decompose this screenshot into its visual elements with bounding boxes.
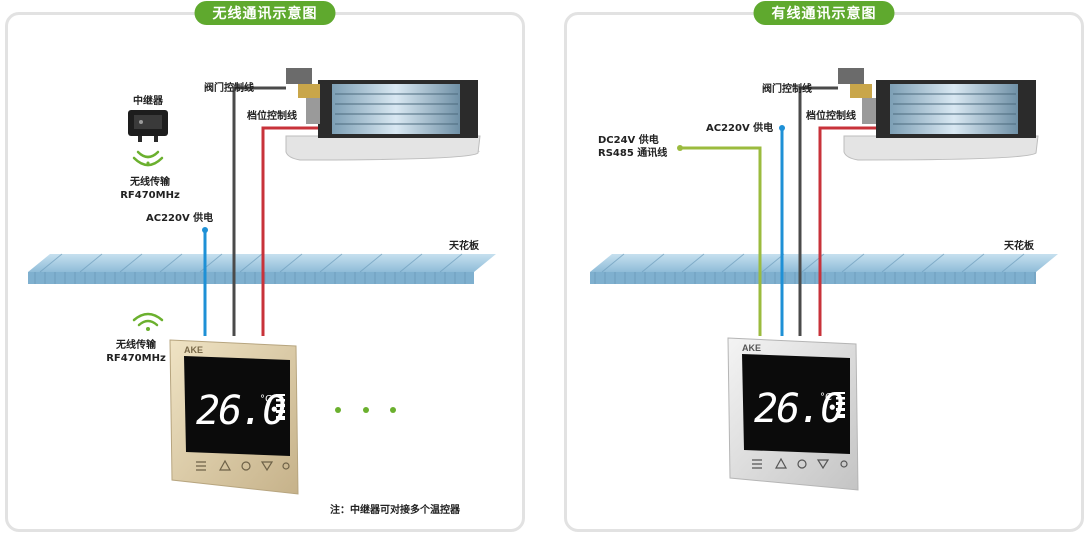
left-thermostat: AKE 26.0 °C xyxy=(169,339,299,495)
wireless-top-label: 无线传输 RF470MHz xyxy=(110,176,190,202)
wireless-bottom-label-line1: 无线传输 xyxy=(116,340,156,351)
repeater-device xyxy=(128,110,168,142)
right-thermostat-brand: AKE xyxy=(742,343,761,353)
right-valve-line-label: 阀门控制线 xyxy=(762,84,812,95)
right-dc-wire-end xyxy=(677,145,683,151)
right-thermostat-unit: °C xyxy=(820,392,832,403)
left-power-label: AC220V 供电 xyxy=(146,213,214,224)
right-valve-wire xyxy=(798,86,838,336)
repeater-note: 注：中继器可对接多个温控器 xyxy=(330,505,460,516)
wireless-top-label-line1: 无线传输 xyxy=(130,177,170,188)
left-valve-line-label: 阀门控制线 xyxy=(204,83,254,94)
right-fan-coil-unit xyxy=(838,68,1039,161)
left-thermostat-unit: °C xyxy=(260,394,272,405)
right-gear-line-label: 档位控制线 xyxy=(806,111,856,122)
dc-label-line2: RS485 通讯线 xyxy=(598,148,668,159)
left-gear-wire xyxy=(261,126,318,336)
repeater-label: 中继器 xyxy=(133,96,163,107)
right-ceiling-panel xyxy=(590,253,1058,284)
left-fan-coil-unit xyxy=(285,68,481,161)
right-thermostat: AKE 26.0 °C xyxy=(727,337,859,491)
right-gear-wire xyxy=(818,126,876,336)
wireless-signal-icon-bottom xyxy=(132,312,164,331)
left-thermostat-brand: AKE xyxy=(184,345,203,355)
wireless-top-label-line2: RF470MHz xyxy=(120,190,180,201)
left-gear-line-label: 档位控制线 xyxy=(247,111,297,122)
right-power-label: AC220V 供电 xyxy=(706,123,774,134)
wireless-panel-title: 无线通讯示意图 xyxy=(194,1,336,25)
dc-label-line1: DC24V 供电 xyxy=(598,135,659,146)
wireless-bottom-label: 无线传输 RF470MHz xyxy=(96,339,176,365)
right-dc-rs485-wire xyxy=(680,146,762,336)
right-thermostat-temperature: 26.0 xyxy=(754,386,843,432)
left-thermostat-temperature: 26.0 xyxy=(196,388,285,434)
left-valve-wire xyxy=(232,86,286,336)
dc-rs485-label: DC24V 供电 RS485 通讯线 xyxy=(598,134,667,160)
left-power-wire-end xyxy=(202,227,208,233)
right-power-wire-end xyxy=(779,125,785,131)
more-thermostats-dots xyxy=(335,407,396,413)
left-ceiling-label: 天花板 xyxy=(449,241,479,252)
wireless-signal-icon-top xyxy=(132,150,164,167)
right-ceiling-label: 天花板 xyxy=(1004,241,1034,252)
wired-panel-title: 有线通讯示意图 xyxy=(753,1,895,25)
wireless-bottom-label-line2: RF470MHz xyxy=(106,353,166,364)
